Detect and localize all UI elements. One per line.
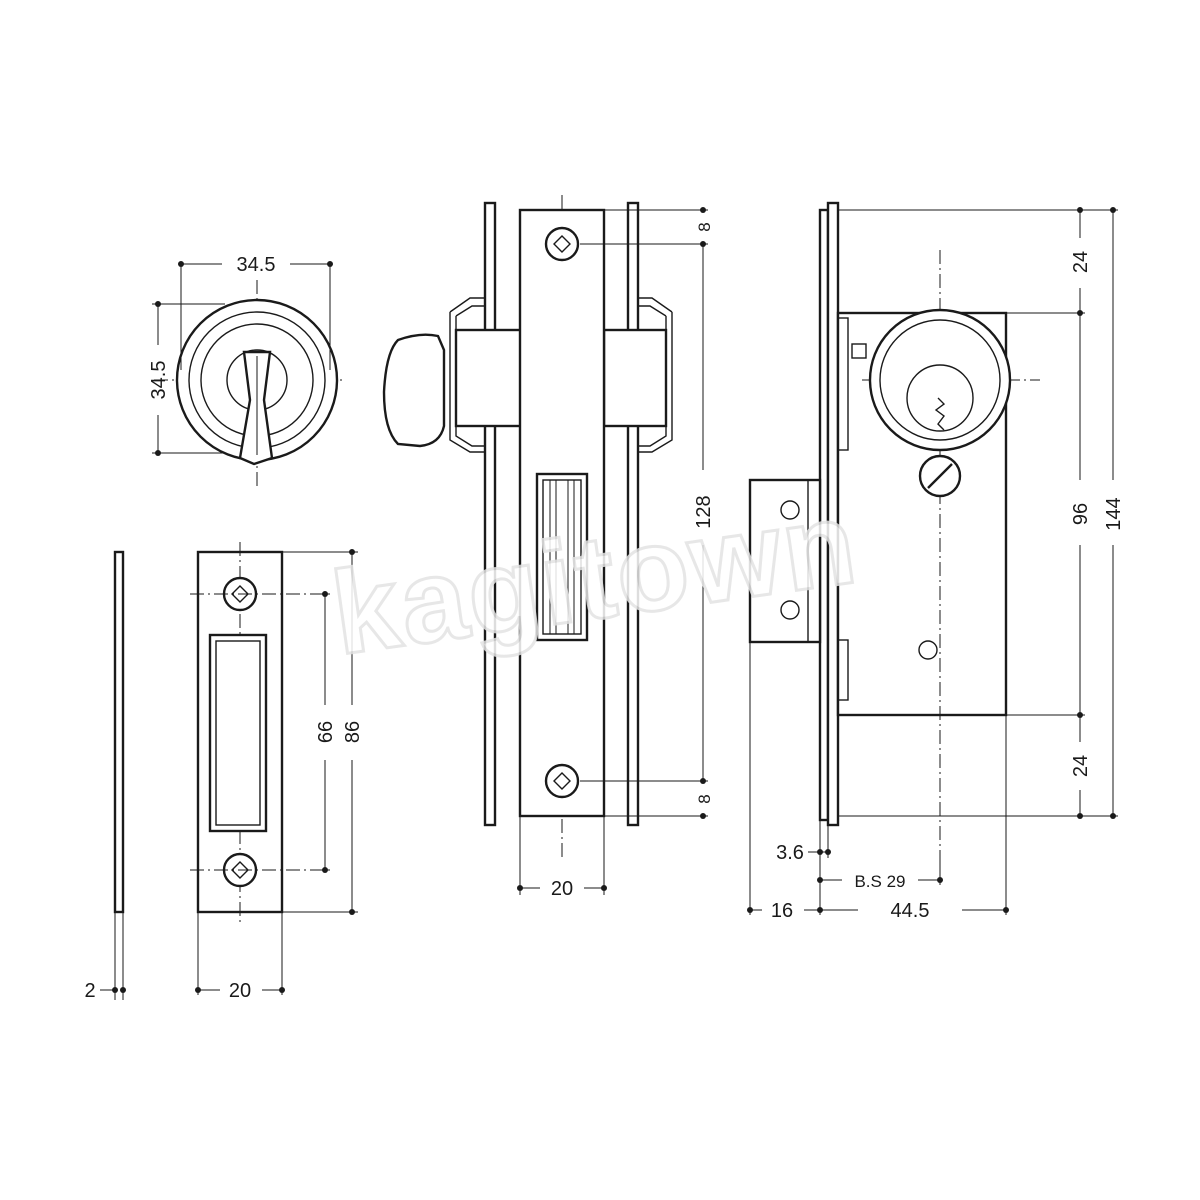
lock-front-width-label: 20: [551, 878, 573, 900]
lock-screw-bottom-icon: [544, 763, 580, 799]
thumbturn-knob: [238, 350, 274, 466]
thumbturn-width-label: 34.5: [237, 254, 276, 276]
lock-bottom-offset-label: 8: [695, 794, 714, 803]
lock-front-view: 8 128 8 20: [382, 195, 715, 900]
strike-width-label: 20: [229, 980, 251, 1002]
lock-top-offset-label: 8: [695, 222, 714, 231]
lock-screw-pitch-label: 128: [693, 495, 715, 528]
strike-side-thickness-label: 2: [84, 980, 95, 1002]
thumbturn-view: 34.5 34.5: [148, 254, 345, 490]
strike-plate-front-view: 66 86 20: [190, 542, 364, 1002]
thumbturn-profile: [382, 333, 446, 448]
thumbturn-height-label: 34.5: [148, 361, 170, 400]
lock-body-side-view: 24 96 24 144 3.6 B.S 29 16 44.5: [747, 201, 1125, 922]
key-slot-icon: [934, 397, 946, 431]
body-projection-label: 16: [771, 900, 793, 922]
adjust-screw-icon: [918, 454, 962, 498]
body-bottom-margin-label: 24: [1070, 755, 1092, 777]
strike-screw-pitch-label: 66: [315, 721, 337, 743]
body-top-margin-label: 24: [1070, 251, 1092, 273]
strike-plate-side-view: 2: [84, 550, 126, 1002]
body-depth-label: 44.5: [891, 900, 930, 922]
body-center-span-label: 96: [1070, 503, 1092, 525]
body-backset-label: B.S 29: [854, 872, 905, 891]
strike-height-label: 86: [342, 721, 364, 743]
body-front-thickness-label: 3.6: [776, 842, 804, 864]
lock-screw-top-icon: [544, 226, 580, 262]
body-total-height-label: 144: [1103, 497, 1125, 530]
